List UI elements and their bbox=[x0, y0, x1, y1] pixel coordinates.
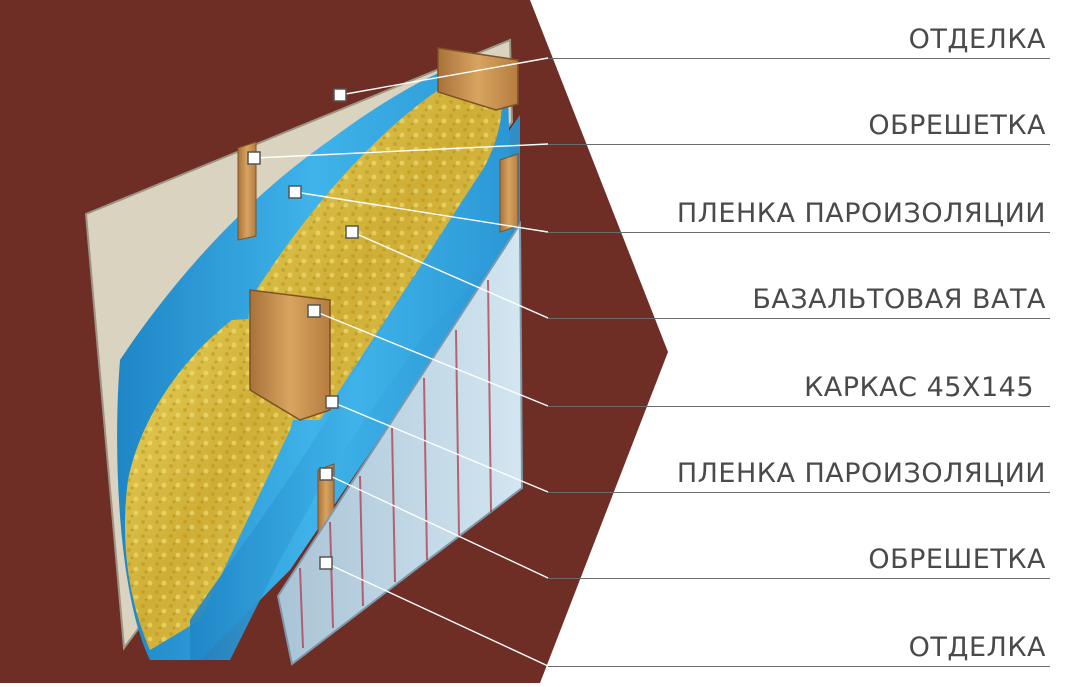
layer-label-3: ПЛЕНКА ПАРОИЗОЛЯЦИИ bbox=[676, 198, 1046, 229]
label-rule-4 bbox=[548, 318, 1050, 319]
front-finish-board bbox=[276, 220, 524, 666]
leader-marker-1 bbox=[333, 88, 347, 102]
leader-line-8 bbox=[325, 562, 549, 667]
leader-line-1 bbox=[339, 57, 549, 96]
label-rule-8 bbox=[548, 666, 1050, 667]
leader-marker-6 bbox=[325, 395, 339, 409]
front-membrane bbox=[190, 115, 520, 660]
layer-label-6: ПЛЕНКА ПАРОИЗОЛЯЦИИ bbox=[676, 458, 1046, 489]
leader-line-3 bbox=[294, 191, 549, 233]
layer-label-1: ОТДЕЛКА bbox=[908, 24, 1046, 55]
leader-line-6 bbox=[331, 401, 549, 493]
leader-lines bbox=[253, 57, 549, 667]
batten-top bbox=[437, 47, 519, 111]
layer-label-8: ОТДЕЛКА bbox=[908, 632, 1046, 663]
lower-wool-texture bbox=[124, 316, 305, 650]
layer-label-5: КАРКАС 45Х145 bbox=[804, 372, 1034, 403]
label-rule-5 bbox=[548, 406, 1050, 407]
label-rule-1 bbox=[548, 58, 1050, 59]
layer-label-7: ОБРЕШЕТКА bbox=[868, 544, 1046, 575]
label-rule-3 bbox=[548, 232, 1050, 233]
leader-marker-2 bbox=[247, 151, 261, 165]
batten-left bbox=[237, 141, 257, 241]
leader-line-2 bbox=[253, 143, 549, 159]
frame-stud bbox=[249, 289, 331, 421]
leader-marker-7 bbox=[319, 467, 333, 481]
leader-marker-5 bbox=[307, 304, 321, 318]
leader-marker-4 bbox=[345, 225, 359, 239]
layer-label-4: БАЗАЛЬТОВАЯ ВАТА bbox=[752, 284, 1046, 315]
label-rule-6 bbox=[548, 492, 1050, 493]
leader-line-5 bbox=[313, 310, 549, 407]
batten-right bbox=[499, 153, 519, 233]
leader-marker-3 bbox=[288, 185, 302, 199]
leader-line-4 bbox=[351, 231, 549, 319]
leader-line-7 bbox=[325, 473, 549, 579]
leader-marker-8 bbox=[319, 556, 333, 570]
label-rule-2 bbox=[548, 144, 1050, 145]
layer-label-2: ОБРЕШЕТКА bbox=[868, 110, 1046, 141]
leader-markers bbox=[247, 88, 359, 570]
label-rule-7 bbox=[548, 578, 1050, 579]
